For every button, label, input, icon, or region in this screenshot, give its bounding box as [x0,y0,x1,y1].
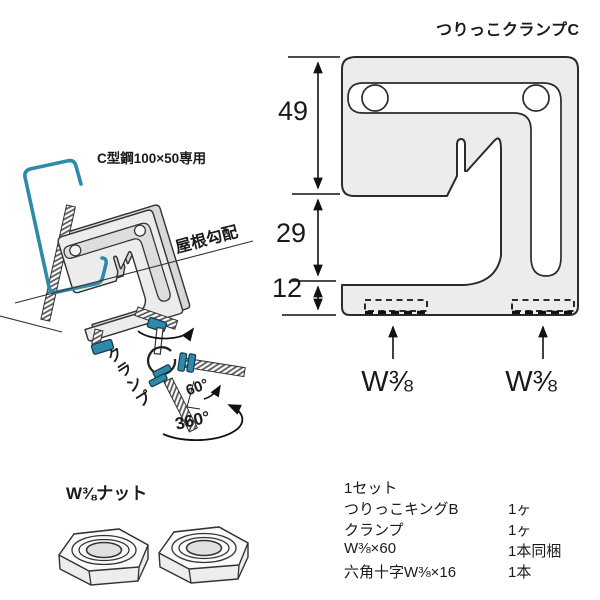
channel-size-label: C型鋼100×50専用 [97,151,207,166]
swing-arrow-60 [203,384,221,400]
clamp3d-hole-right [133,224,147,237]
stirrup-loop [147,346,177,376]
swivel-nuts-horizontal [177,352,197,373]
hex-nut-left [58,528,149,586]
bolt-size-label-right: W⅜ [505,366,557,398]
slot-hole-right [522,84,550,112]
c-channel-steel [23,158,108,294]
clamp3d-hole-left [69,244,82,257]
parts-row: クランプ 1ヶ [344,519,584,540]
screw-head-teal [90,338,115,355]
hanger-stud [153,327,164,355]
bolt-size-label-left: W⅜ [361,366,413,398]
part-qty: 1ヶ [508,501,532,518]
bolt-hole-right-dashed [511,299,575,315]
rotation-arrow-top [137,327,195,342]
page-title: つりっこクランプC [436,22,580,39]
dimension-12: 12 [271,273,302,303]
part-name: クランプ [344,522,404,539]
bolt-hole-left-dashed [364,299,428,315]
parts-row: 六角十字W⅜×16 1本 [344,561,584,582]
part-qty: 1ヶ [508,522,532,539]
dimension-29: 29 [275,218,306,248]
roof-edge-line [0,315,63,333]
parts-list-heading: 1セット [344,477,584,498]
part-name: つりっこキングB [344,501,459,518]
nut-size-label: W⅜ナット [66,484,148,503]
installation-illustration [0,158,254,441]
rotation-arrow-360 [162,404,244,441]
hex-nut-right [158,526,249,584]
set-heading: 1セット [344,480,398,497]
hex-nuts-figure [58,526,249,586]
dimension-49: 49 [277,96,308,126]
parts-list: 1セット つりっこキングB 1ヶ クランプ 1ヶ W⅜×60 1本同梱 六角十字… [344,477,584,582]
slot-hole-left [361,84,389,112]
part-qty: 1本 [508,564,532,581]
roof-slope-line [14,240,254,304]
dimension-ticks [282,56,340,316]
swivel-nuts-angled [148,364,172,388]
part-name: W⅜×60 [344,540,397,557]
clamp-section-drawing [282,56,579,359]
part-qty: 1本同梱 [508,543,562,560]
angle-bracket-60 [186,380,201,410]
swivel-rod-angled [163,377,199,433]
parts-row: W⅜×60 1本同梱 [344,540,584,561]
part-name: 六角十字W⅜×16 [344,564,457,581]
parts-row: つりっこキングB 1ヶ [344,498,584,519]
